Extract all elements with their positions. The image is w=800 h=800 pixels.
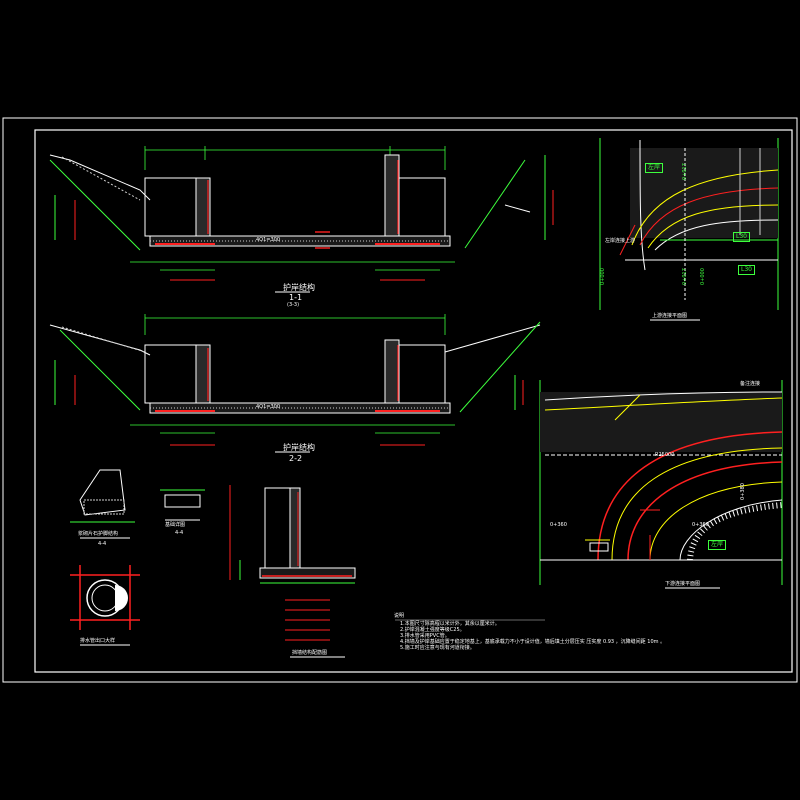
section-1-1-reference: (3-3) <box>287 302 300 308</box>
notes-line-5: 5.施工时应注意与现有河道衔接。 <box>400 645 475 651</box>
drain-outlet-detail <box>70 565 140 646</box>
upper-station-2: 0+017 <box>682 163 688 180</box>
notes-heading: 说明 <box>394 613 405 619</box>
notes-line-3: 3.排水管采用PVC管。 <box>400 633 450 639</box>
upper-plan-title: 上游连接平面图 <box>652 313 688 319</box>
lower-station-1: 0+360 <box>550 522 567 528</box>
notes-line-1: 1.本图尺寸除高程以米计外，其余以厘米计。 <box>400 621 500 627</box>
upper-plan <box>599 138 779 321</box>
upper-tag-l30-b: L30 <box>738 265 755 275</box>
section-1-1-title: 护岸结构 <box>283 283 315 292</box>
upper-station-4: 0+017 <box>682 268 688 285</box>
upper-station-1: 0+000 <box>600 268 606 285</box>
section-2-2-pipe-note: 4O1=300 <box>256 404 281 410</box>
section-1-1-pipe-note: 4O1=300 <box>256 237 281 243</box>
upper-plan-side-label: 左岸连接上游 <box>605 238 636 244</box>
wall-rebar-detail <box>229 485 356 658</box>
detail-base <box>160 489 205 521</box>
lower-tag-left-bank: 左岸 <box>708 540 727 550</box>
drain-outlet-title: 排水管出口大样 <box>80 638 116 644</box>
section-1-1-number: 1-1 <box>289 293 303 302</box>
notes-line-4: 4.挡墙及护岸基础应置于稳定地基上，基底承载力不小于设计值，墙后填土分层压实 压… <box>400 639 666 645</box>
lower-plan-title: 下游连接平面图 <box>665 581 701 587</box>
base-detail-title: 基础详图 <box>165 522 186 528</box>
footing-detail-number: 4-4 <box>98 541 107 547</box>
section-2-2-title: 护岸结构 <box>283 443 315 452</box>
base-detail-number: 4-4 <box>175 530 184 536</box>
upper-tag-l30-a: L30 <box>733 232 750 242</box>
notes-line-2: 2.护岸混凝土强度等级C25。 <box>400 627 465 633</box>
lower-station-3: 0+380 <box>740 483 746 500</box>
lower-plan-radius: R25000 <box>655 452 675 458</box>
section-2-2 <box>49 314 541 453</box>
wall-rebar-title: 挡墙结构配筋图 <box>292 650 328 656</box>
lower-plan-note: 备注连接 <box>740 381 761 387</box>
lower-station-2: 0+360 <box>692 522 709 528</box>
detail-4-4-footing <box>70 469 135 539</box>
section-1-1 <box>49 146 554 293</box>
lower-plan <box>539 380 783 589</box>
inner-frame <box>34 129 793 673</box>
section-2-2-number: 2-2 <box>289 454 303 463</box>
upper-station-3: 0+000 <box>700 268 706 285</box>
outer-frame <box>2 117 798 683</box>
footing-detail-title: 浆砌片石护脚结构 <box>78 531 119 537</box>
upper-tag-left-bank: 左岸 <box>645 163 664 173</box>
